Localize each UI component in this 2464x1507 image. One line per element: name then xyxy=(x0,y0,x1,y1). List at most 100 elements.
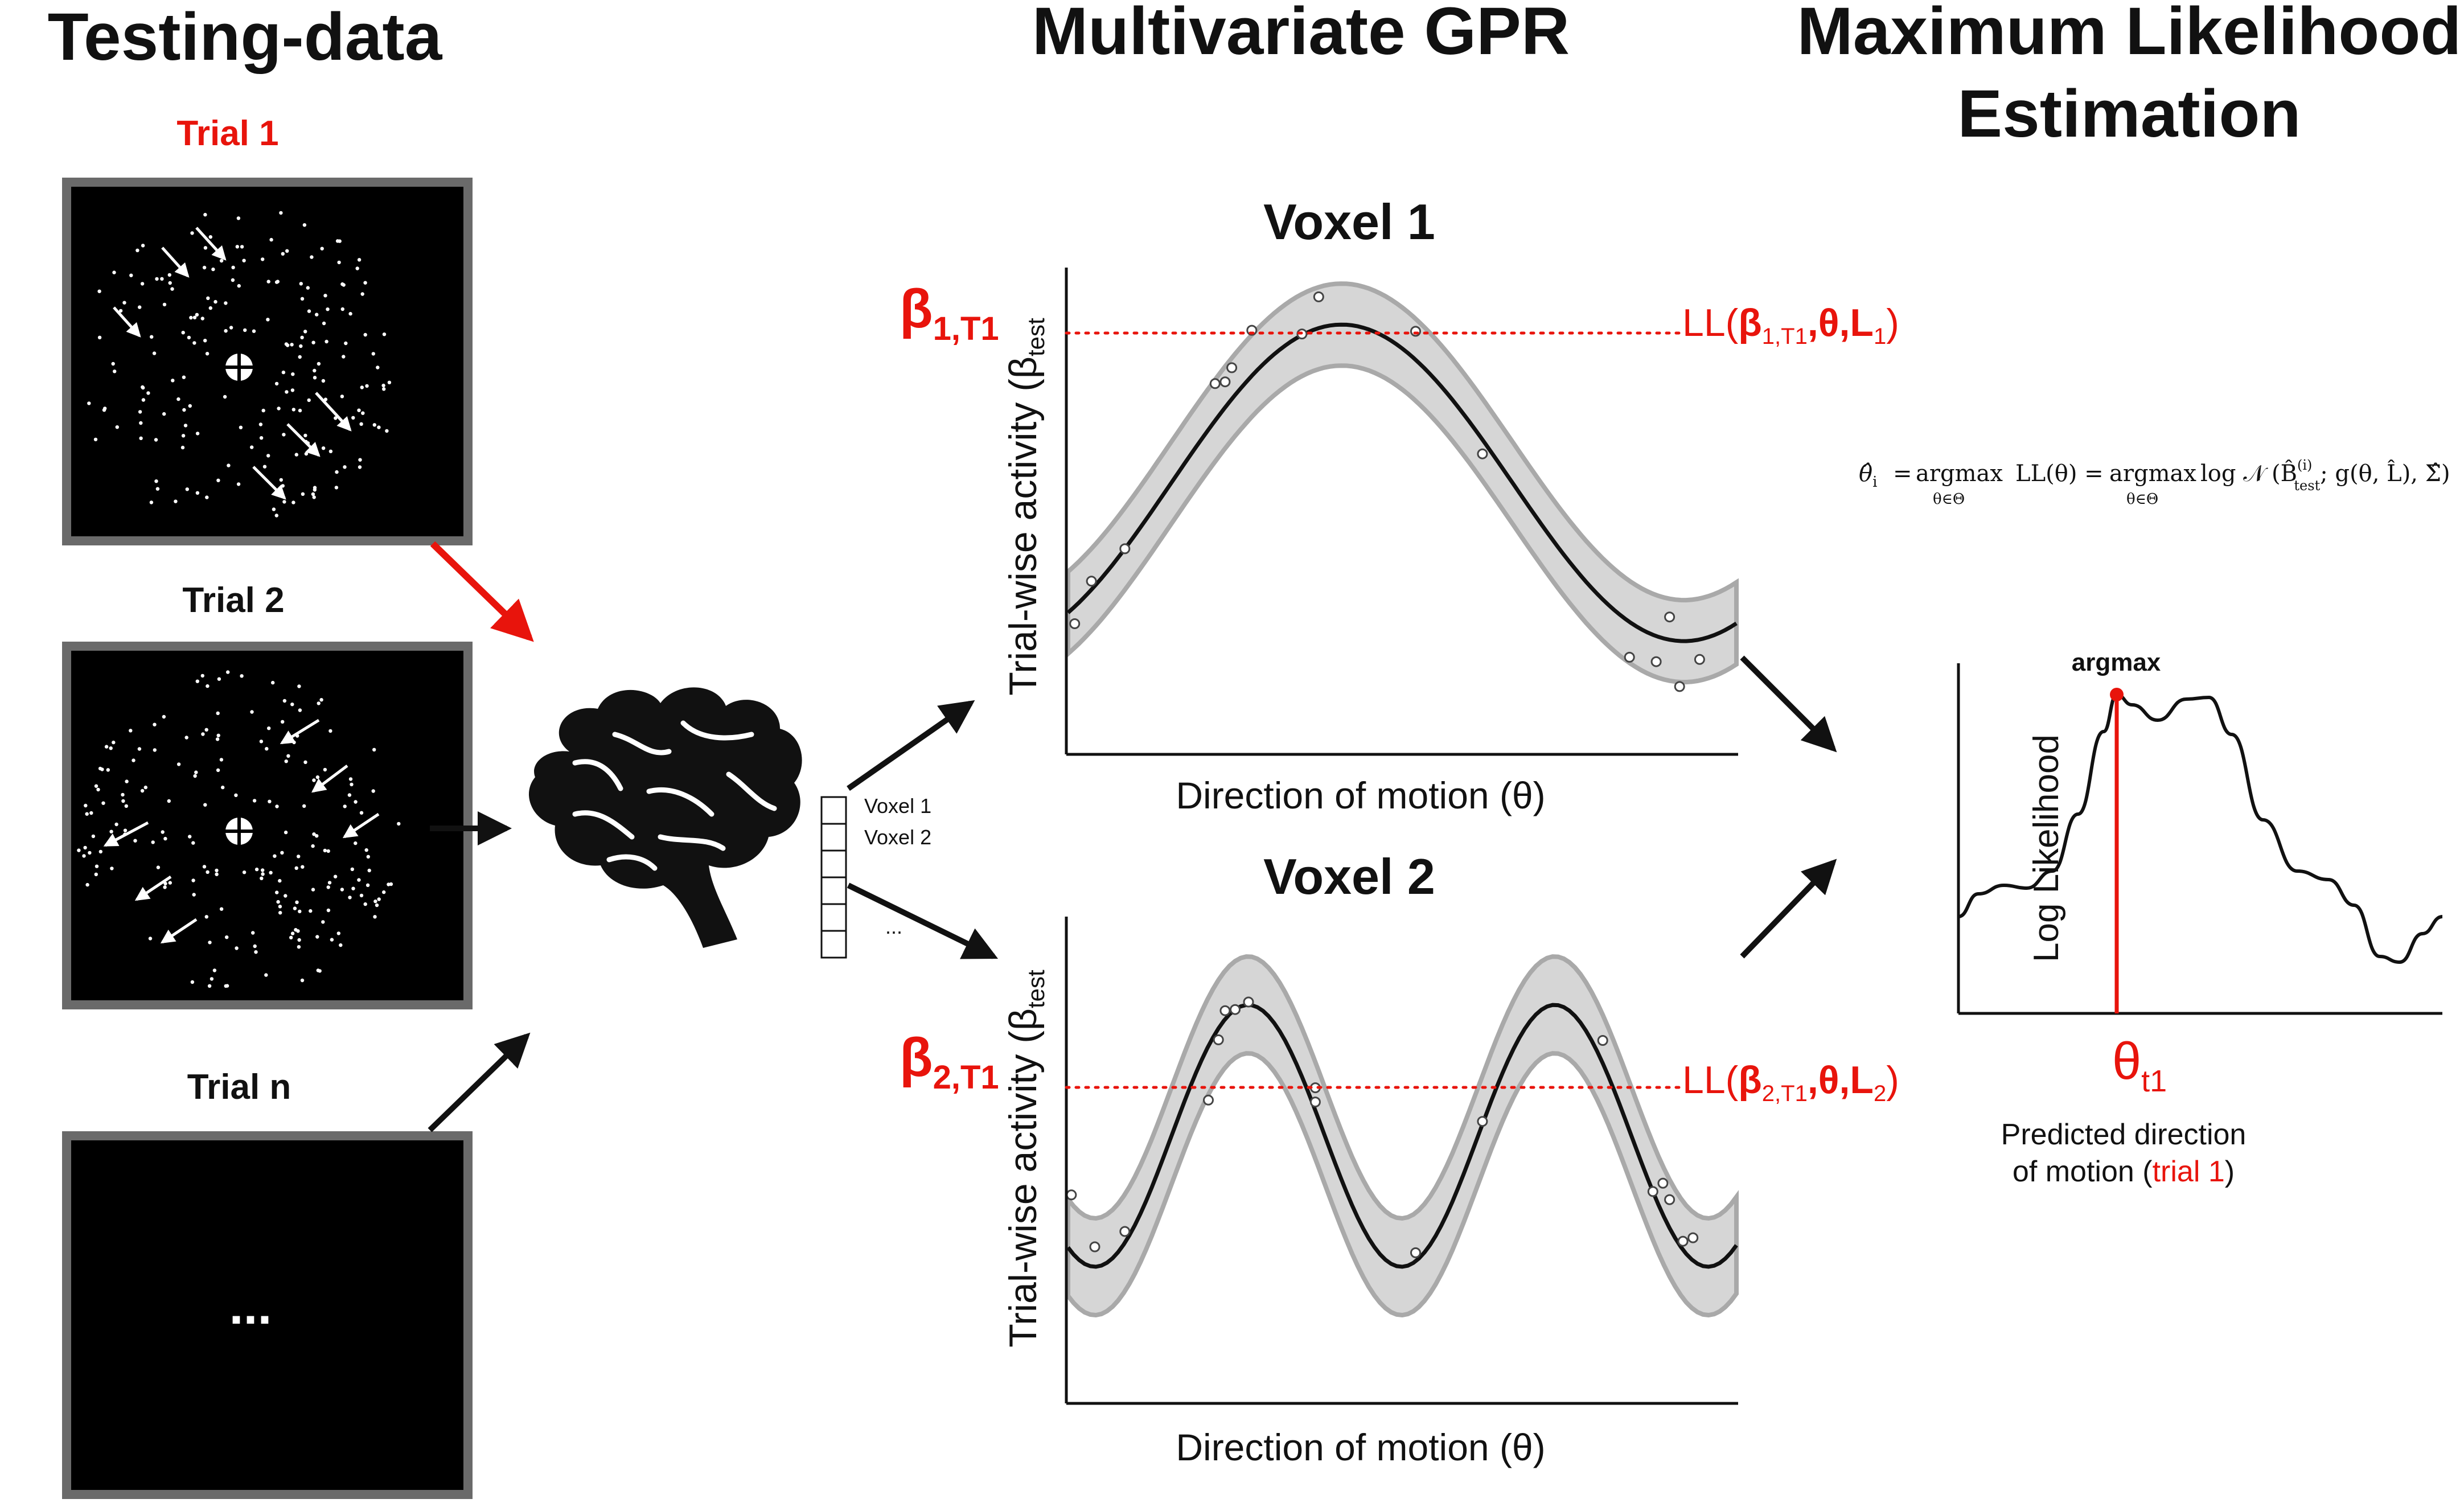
data-point xyxy=(1313,291,1324,302)
dot xyxy=(143,785,147,790)
dot xyxy=(267,726,271,730)
dot xyxy=(298,708,302,712)
dot xyxy=(281,252,285,256)
dot xyxy=(306,286,310,290)
dot xyxy=(304,451,309,456)
dot xyxy=(360,292,364,296)
motion-arrow xyxy=(311,765,348,793)
dot xyxy=(269,870,273,875)
dot xyxy=(154,479,158,483)
motion-arrow xyxy=(252,466,286,500)
dot xyxy=(290,703,294,707)
dot xyxy=(205,495,209,499)
dot xyxy=(381,383,385,388)
dot xyxy=(300,335,304,339)
svg-text:θ∈Θ: θ∈Θ xyxy=(2126,491,2158,508)
dot xyxy=(101,801,105,805)
dot xyxy=(289,935,293,940)
heading-testing-data: Testing-data xyxy=(48,0,443,75)
voxel-cell xyxy=(820,930,847,959)
dot xyxy=(242,870,247,874)
dot xyxy=(226,670,230,674)
dot xyxy=(312,832,316,836)
dot xyxy=(98,766,102,771)
dot xyxy=(312,495,316,499)
dot xyxy=(297,855,301,859)
dot xyxy=(348,777,353,781)
dot xyxy=(363,281,367,285)
fixation-icon xyxy=(225,354,253,381)
dot xyxy=(284,830,288,835)
dot xyxy=(310,255,314,259)
dot xyxy=(359,893,364,898)
dot xyxy=(183,424,188,428)
dot xyxy=(138,305,142,309)
data-point xyxy=(1213,1034,1224,1045)
mle-formula: θ̂i = argmax θ∈Θ LL(θ) = argmax θ∈Θ log … xyxy=(1859,457,2450,508)
voxel-2-label: Voxel 2 xyxy=(864,826,931,849)
dot xyxy=(240,245,244,249)
data-point xyxy=(1226,362,1238,373)
svg-text:θ̂i: θ̂i xyxy=(1859,461,1877,491)
dot xyxy=(151,840,155,844)
svg-text:argmax: argmax xyxy=(2109,461,2196,487)
dot xyxy=(339,943,343,947)
dot xyxy=(363,902,367,906)
dot xyxy=(334,416,338,420)
dot xyxy=(95,864,99,868)
dot xyxy=(250,710,254,714)
dot xyxy=(266,318,270,322)
dot xyxy=(367,868,371,873)
dot xyxy=(275,804,279,808)
dot xyxy=(326,307,330,311)
dot xyxy=(264,973,268,977)
dot xyxy=(294,928,298,932)
data-point xyxy=(1119,1226,1131,1237)
dot xyxy=(357,258,362,262)
dot xyxy=(94,872,98,877)
motion-arrow xyxy=(342,812,380,839)
dot xyxy=(382,332,387,336)
dot xyxy=(348,311,352,316)
dot xyxy=(195,313,199,317)
dot xyxy=(202,265,207,270)
svg-text:Trial-wise activity (βtest: Trial-wise activity (βtest xyxy=(1001,970,1049,1348)
svg-text:LL(β2,T1,θ,L2): LL(β2,T1,θ,L2) xyxy=(1682,1058,1899,1106)
dot xyxy=(347,793,352,797)
dot xyxy=(323,848,327,853)
dot xyxy=(88,851,92,855)
data-point xyxy=(1309,1097,1321,1108)
dot xyxy=(326,849,330,853)
dot xyxy=(98,849,102,854)
dot xyxy=(348,896,352,900)
dot xyxy=(129,273,133,277)
voxel-1-title: Voxel 1 xyxy=(1263,194,1435,250)
dot xyxy=(278,878,282,883)
dot xyxy=(140,789,145,793)
voxel-1-ylabel: Trial-wise activity (βtest xyxy=(1001,318,1049,696)
dot xyxy=(295,900,299,905)
dot xyxy=(315,775,320,779)
dot xyxy=(361,411,365,415)
theta-t1-label: θt1 xyxy=(2112,1032,2167,1098)
dot xyxy=(237,284,241,288)
dot xyxy=(284,894,288,898)
dot xyxy=(137,747,142,751)
dot xyxy=(224,301,228,305)
dot xyxy=(242,258,246,262)
dot xyxy=(162,715,166,719)
dot xyxy=(365,384,369,388)
data-point xyxy=(1069,618,1081,629)
dot xyxy=(366,883,370,888)
dot xyxy=(279,478,283,482)
dot xyxy=(133,839,137,843)
mean-curve xyxy=(1066,322,1738,643)
from-voxel-1-arrow xyxy=(1740,655,1837,753)
dot xyxy=(129,729,133,733)
brain-icon xyxy=(528,687,802,948)
dot xyxy=(215,737,220,741)
dot xyxy=(204,728,208,732)
trial-1-arrow xyxy=(430,541,534,642)
caption-line-2: of motion (trial 1) xyxy=(2013,1155,2235,1188)
dot xyxy=(191,878,195,882)
